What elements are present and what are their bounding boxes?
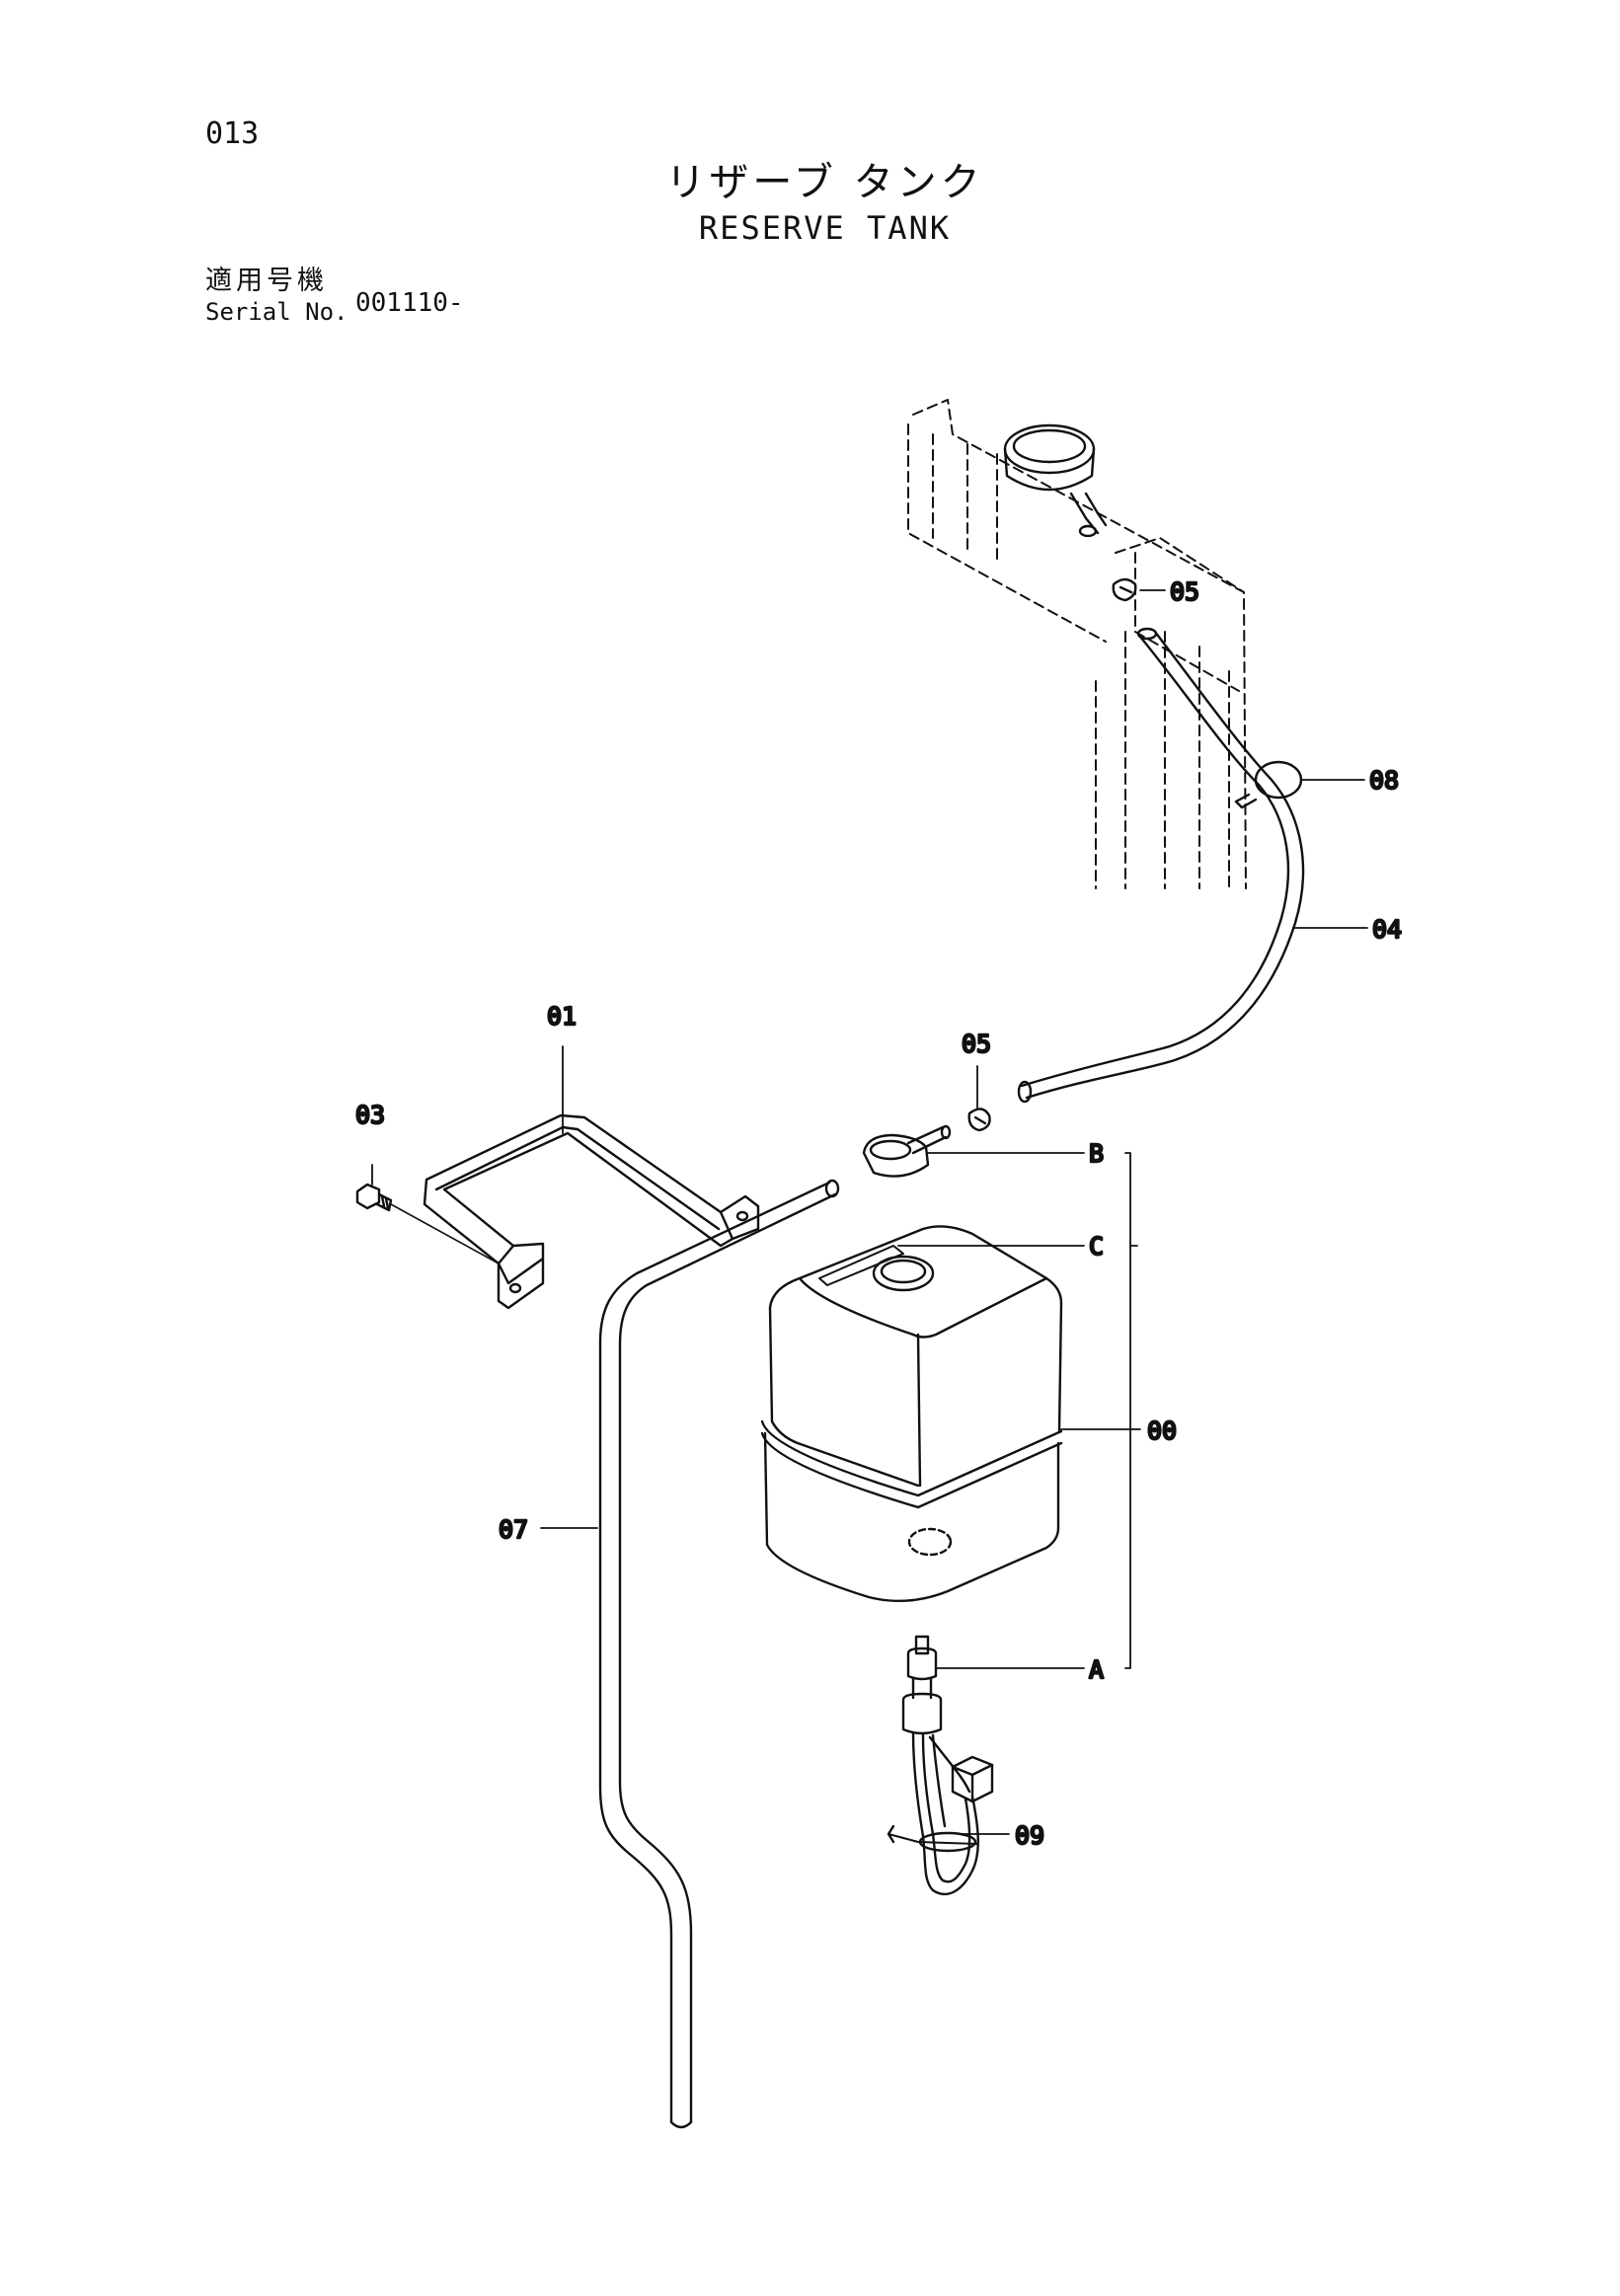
tank-bracket-01 — [423, 1113, 760, 1310]
tank-cap-B — [862, 1124, 952, 1178]
radiator-cap — [1003, 423, 1108, 538]
callout-03: 03 — [355, 1101, 385, 1129]
reserve-tank-00 — [760, 1225, 1063, 1603]
callout-B: B — [1089, 1139, 1104, 1168]
hose-clip-05-mid — [967, 1108, 991, 1132]
callout-A: A — [1089, 1655, 1104, 1684]
callout-05-mid: 05 — [962, 1030, 991, 1058]
callout-08: 08 — [1369, 766, 1399, 795]
title-english: RESERVE TANK — [698, 209, 952, 247]
overflow-hose-04 — [1017, 627, 1305, 1104]
radiator-outline — [907, 399, 1247, 889]
page-number: 013 — [205, 116, 260, 151]
callout-05-top: 05 — [1170, 577, 1199, 606]
band-clamp-08 — [1234, 760, 1303, 809]
leader-lines — [371, 589, 1368, 1835]
serial-label-english: Serial No. — [205, 298, 348, 326]
hose-clip-05-top — [1112, 577, 1137, 602]
level-sensor-A — [901, 1635, 943, 1735]
callout-00: 00 — [1147, 1416, 1177, 1445]
callout-09: 09 — [1015, 1821, 1044, 1850]
bolt-03 — [355, 1183, 500, 1264]
callout-01: 01 — [547, 1002, 577, 1031]
serial-label-japanese: 適用号機 — [205, 266, 328, 296]
drain-hose-07 — [598, 1179, 840, 2129]
callout-C: C — [1089, 1232, 1104, 1261]
title-japanese: リザーブ タンク — [665, 160, 984, 205]
callout-04: 04 — [1372, 915, 1402, 944]
serial-number-value: 001110- — [355, 288, 464, 318]
callout-07: 07 — [499, 1515, 528, 1544]
sensor-wire-harness-09 — [887, 1730, 994, 1896]
